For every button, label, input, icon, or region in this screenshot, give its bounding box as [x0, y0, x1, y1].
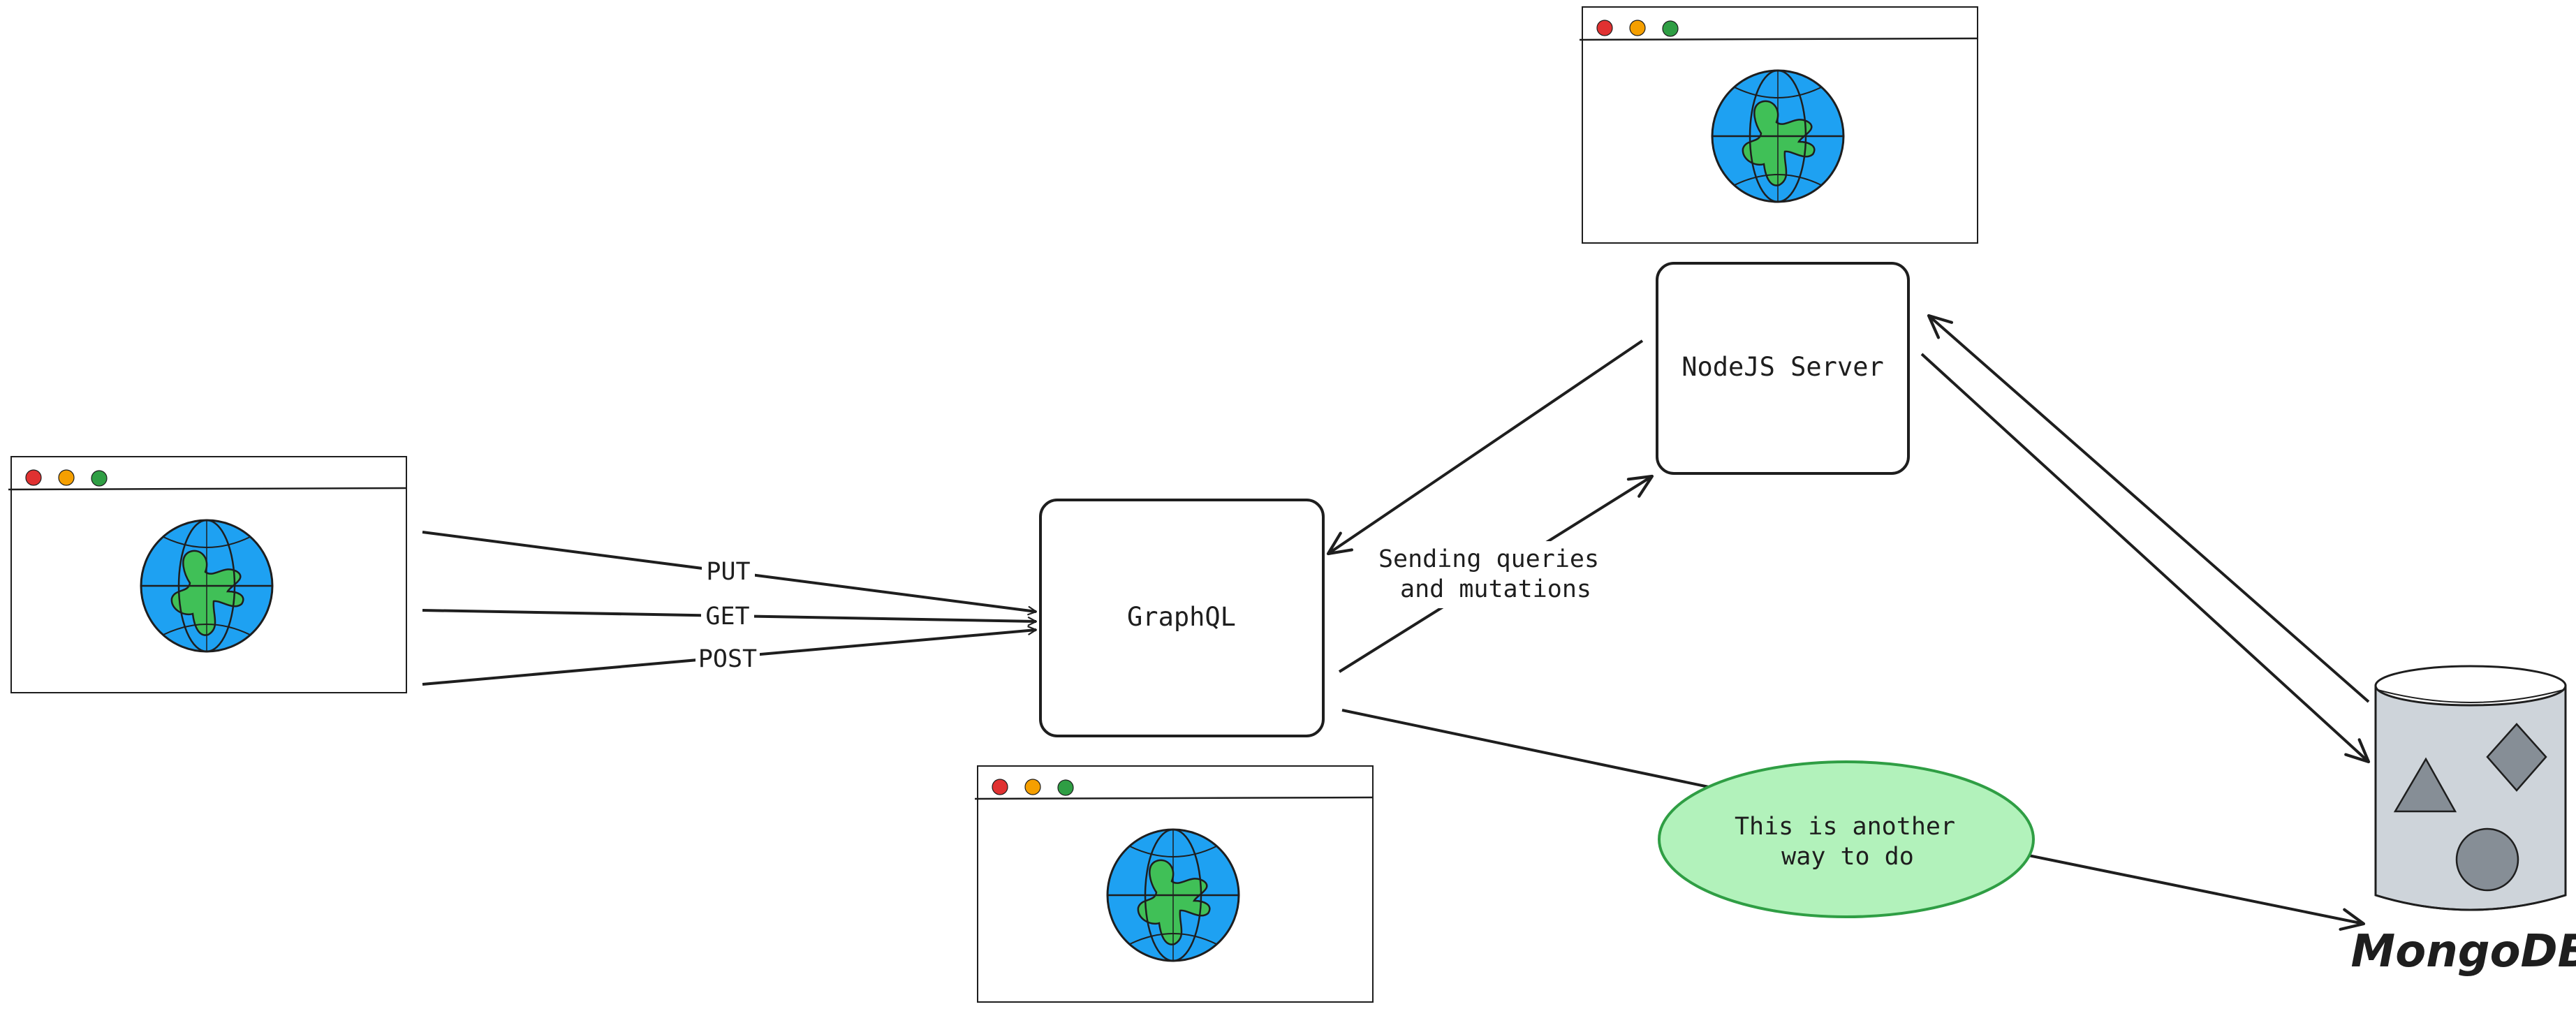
response-arrow — [1326, 339, 1644, 556]
triangle-icon — [2393, 757, 2457, 813]
nodejs-server-label: NodeJS Server — [1681, 352, 1884, 382]
diamond-icon — [2486, 723, 2547, 792]
note-label-line2: way to do — [1781, 843, 1914, 871]
graphql-node: GraphQL — [1039, 499, 1325, 737]
queries-label-line1: Sending queries — [1378, 545, 1599, 573]
put-label: PUT — [706, 558, 750, 586]
note-label-line1: This is another — [1735, 813, 1955, 841]
browser-window-icon — [973, 765, 1374, 1003]
nodejs-server-node: NodeJS Server — [1656, 262, 1910, 475]
db-to-server-arrow — [1927, 314, 2370, 703]
queries-label-line2: and mutations — [1400, 575, 1591, 603]
alternative-note: This is another way to do — [1658, 760, 2035, 918]
mongodb-label: MongoDB — [2351, 926, 2576, 978]
graphql-label: GraphQL — [1127, 602, 1236, 632]
post-label: POST — [698, 645, 757, 673]
alternative-arrow — [1341, 709, 2366, 931]
database-cylinder-icon — [2374, 665, 2567, 911]
browser-window-icon — [7, 455, 408, 694]
server-to-db-arrow — [1920, 353, 2371, 764]
circle-icon — [2455, 827, 2519, 892]
get-label: GET — [705, 603, 749, 631]
browser-window-icon — [1578, 6, 1979, 244]
